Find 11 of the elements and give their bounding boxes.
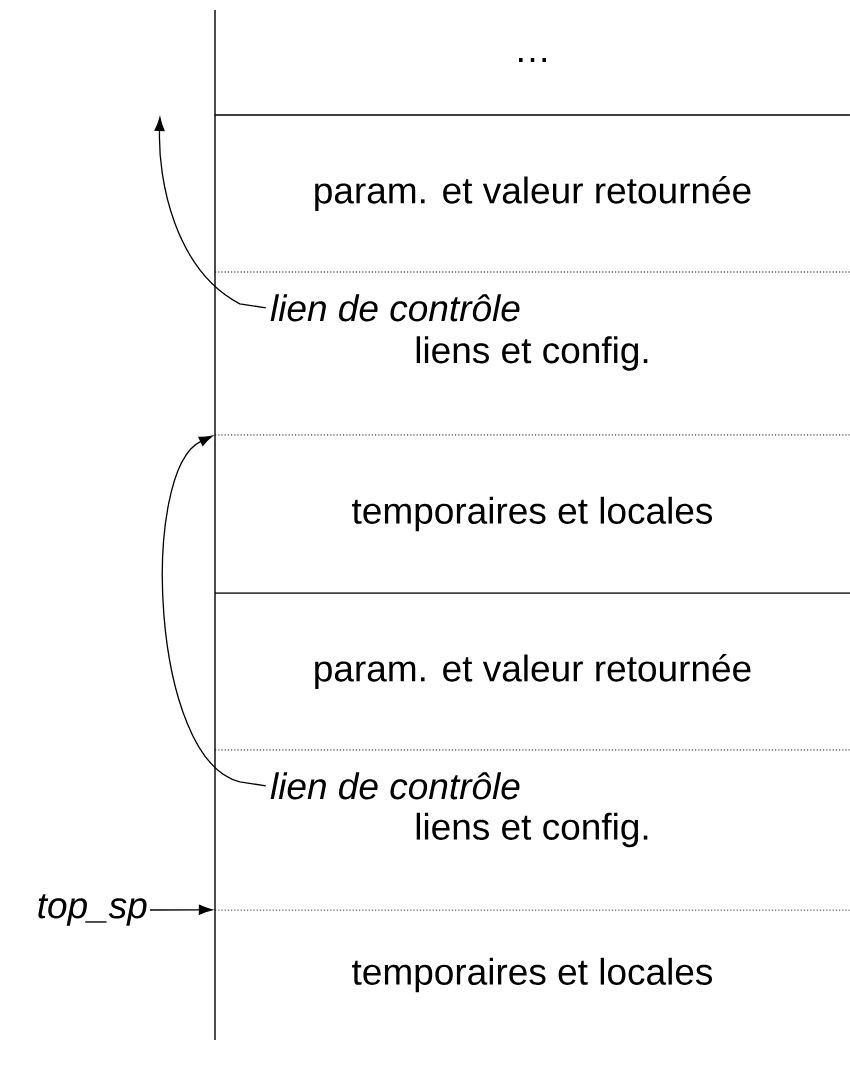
- arrow: [161, 435, 267, 787]
- field-label: lien de contrôle: [270, 294, 520, 322]
- stack-cell: param. et valeur retournée: [214, 592, 850, 689]
- stack-cell: …: [519, 58, 546, 62]
- field-label: lien de contrôle: [270, 772, 520, 800]
- pointer-label: top_sp: [38, 894, 147, 926]
- arrow: [154, 117, 267, 309]
- stack-cell: param. et valeur retournée: [214, 114, 850, 211]
- arrow: [149, 904, 213, 915]
- stack-cell: temporaires et locales: [214, 909, 850, 993]
- stack-cell: temporaires et locales: [214, 434, 850, 532]
